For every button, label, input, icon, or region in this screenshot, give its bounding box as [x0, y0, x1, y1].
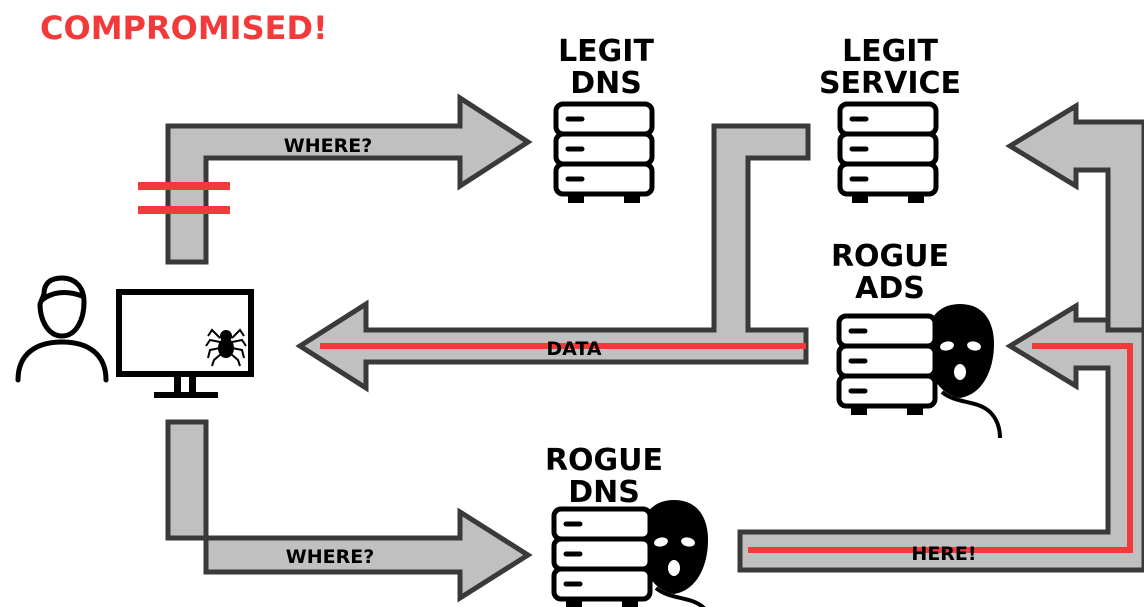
connection-break-marker	[138, 206, 230, 214]
rogue-ads-label-line1: ROGUE	[831, 239, 949, 274]
legit-service-label-line2: SERVICE	[819, 66, 961, 101]
query-arrow-to-legit-dns	[165, 93, 533, 265]
here-label: HERE!	[911, 543, 976, 565]
answer-arrow	[737, 301, 1144, 573]
connection-break-marker	[138, 182, 230, 190]
rogue-ads-server-icon	[839, 316, 935, 415]
legit-dns-label-line2: DNS	[570, 66, 642, 101]
rogue-dns-label-line1: ROGUE	[545, 443, 663, 478]
redirect-arrow-to-legit-service	[1005, 101, 1144, 333]
query-arrow-to-rogue-dns	[165, 419, 533, 603]
legit-dns-label-line1: LEGIT	[558, 34, 654, 69]
spider-icon	[205, 328, 247, 367]
compromised-title: COMPROMISED!	[40, 9, 328, 47]
legit-service-label-line1: LEGIT	[842, 34, 938, 69]
bottom-where-label: WHERE?	[286, 546, 374, 568]
rogue-dns-label-line2: DNS	[568, 475, 640, 510]
legit-dns-server-icon	[556, 104, 652, 203]
legit-service-server-icon	[840, 104, 936, 203]
user-icon	[15, 275, 109, 383]
data-arrow-to-user	[295, 123, 811, 393]
rogue-dns-server-icon	[554, 509, 650, 607]
top-where-label: WHERE?	[284, 135, 372, 157]
rogue-ads-label-line2: ADS	[855, 271, 925, 306]
answer-arrow-red-line	[748, 343, 1133, 553]
data-label: DATA	[546, 338, 601, 360]
